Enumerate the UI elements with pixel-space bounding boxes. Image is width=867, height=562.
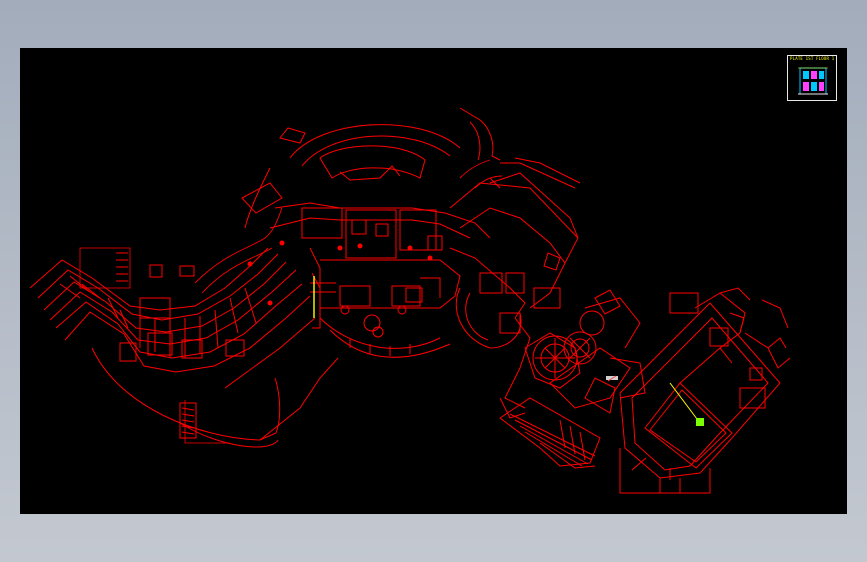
right-center-block [449, 107, 641, 419]
auditorium-seating [499, 397, 601, 469]
site-roads [194, 159, 503, 294]
right-wing-ballroom [584, 287, 791, 494]
central-core [241, 124, 491, 358]
thumbnail-label: PLATE 1ST FLOOR 1 [790, 56, 835, 61]
selection-highlights [313, 276, 704, 426]
floor-plan-drawing [29, 107, 791, 494]
left-wing [29, 247, 339, 448]
cad-drawing-viewport[interactable]: PLATE 1ST FLOOR 1 [20, 48, 847, 514]
thumbnail-building-icon [798, 67, 828, 95]
thumbnail-preview[interactable]: PLATE 1ST FLOOR 1 [787, 55, 837, 101]
